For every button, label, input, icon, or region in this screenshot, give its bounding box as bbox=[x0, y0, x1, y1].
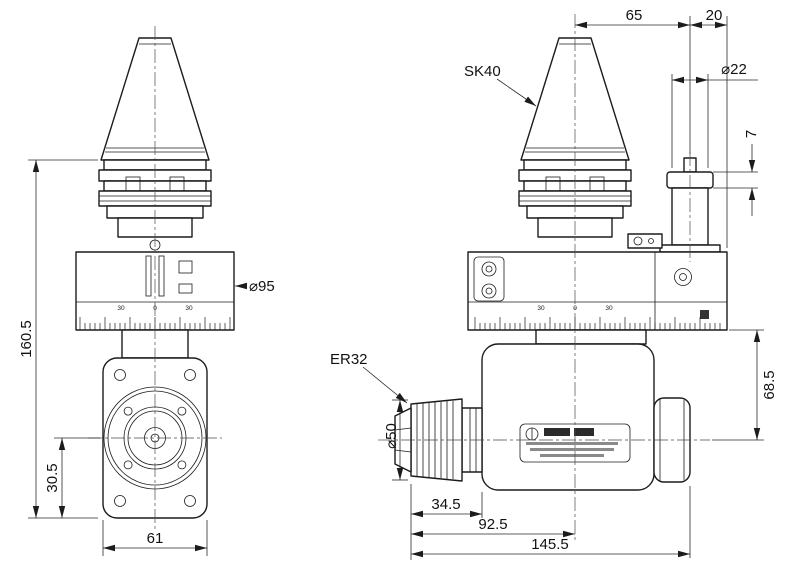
side-view: 30 0 30 bbox=[378, 14, 728, 540]
dim-7-text: 7 bbox=[743, 130, 760, 138]
gear-housing-side bbox=[461, 329, 691, 491]
dial-scale-front bbox=[79, 317, 231, 330]
dim-34-5-text: 34.5 bbox=[431, 496, 460, 513]
dim-30-5-text: 30.5 bbox=[44, 463, 61, 492]
dim-dia95-text: ⌀95 bbox=[249, 278, 275, 295]
dim-68-5-text: 68.5 bbox=[761, 370, 778, 399]
dim-20-text: 20 bbox=[706, 7, 723, 24]
coolant-port bbox=[627, 157, 721, 253]
dim-145-5-text: 145.5 bbox=[531, 536, 569, 553]
dial-scale-side bbox=[474, 317, 721, 330]
dial-body-side: 30 0 30 bbox=[467, 251, 728, 331]
side-dial-number-right: 30 bbox=[605, 305, 613, 312]
front-view: 30 0 30 bbox=[75, 26, 235, 532]
side-dial-number-left: 30 bbox=[537, 305, 545, 312]
dim-92-5-text: 92.5 bbox=[478, 516, 507, 533]
dim-61-text: 61 bbox=[147, 530, 164, 547]
front-dimensions: 160.5 30.5 61 ⌀95 bbox=[18, 159, 275, 556]
dim-dia50-text: ⌀50 bbox=[383, 423, 400, 449]
label-sk40: SK40 bbox=[464, 63, 501, 80]
side-dimensions: 65 20 ⌀22 7 68.5 ⌀50 34.5 92.5 145.5 SK4 bbox=[330, 7, 778, 560]
dim-160-5-text: 160.5 bbox=[18, 320, 35, 358]
front-dial-number-left: 30 bbox=[117, 305, 125, 312]
front-dial-number-right: 30 bbox=[185, 305, 193, 312]
label-er32: ER32 bbox=[330, 351, 368, 368]
dim-65-text: 65 bbox=[626, 7, 643, 24]
dim-dia22-text: ⌀22 bbox=[721, 61, 747, 78]
lock-screw bbox=[700, 310, 709, 319]
